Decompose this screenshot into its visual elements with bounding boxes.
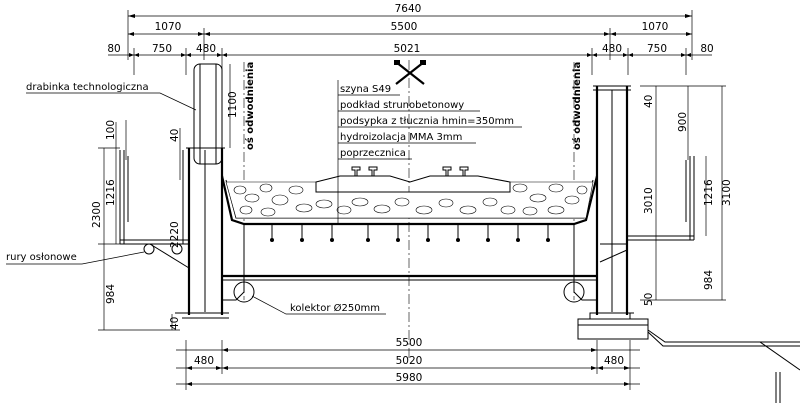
left-vertical-dimensions: 2300 100 1216 984 40 2220 40 1100 (91, 64, 239, 331)
dim-h-2300: 2300 (91, 201, 103, 228)
label-ballast: podsypka z tłucznia hmin=350mm (340, 116, 514, 127)
label-collector: kolektor Ø250mm (290, 302, 380, 314)
rail-track-symbol-icon (394, 60, 426, 85)
rails (351, 166, 469, 176)
dim-total-width: 7640 (395, 3, 422, 15)
right-walkway (599, 156, 695, 263)
dim-bottom-5020: 5020 (396, 355, 423, 367)
dim-inner-5021: 5021 (394, 43, 421, 55)
dim-h-40-left: 40 (169, 129, 181, 142)
dim-h-3100: 3100 (721, 179, 733, 206)
dim-h-40-bottom: 40 (169, 317, 181, 330)
dim-right-480: 480 (602, 43, 622, 55)
top-dimension-chains: 7640 1070 5500 1070 80 750 480 5021 480 … (107, 3, 714, 75)
dim-h-50: 50 (643, 293, 655, 306)
lower-beam (222, 274, 597, 301)
right-abutment (647, 329, 800, 403)
dim-bottom-480-right: 480 (604, 355, 624, 367)
label-insulation: hydroizolacja MMA 3mm (340, 132, 462, 143)
label-ladder: drabinka technologiczna (26, 82, 149, 93)
label-sleeper: podkład strunobetonowy (340, 100, 464, 111)
dim-left-750: 750 (152, 43, 172, 55)
dim-bottom-5500: 5500 (396, 337, 423, 349)
dim-span-top: 5500 (391, 21, 418, 33)
dim-h-3010: 3010 (643, 187, 655, 214)
annotation-labels: drabinka technologiczna rury osłonowe ko… (6, 60, 583, 315)
dim-h-40-right: 40 (643, 95, 655, 108)
dim-h-1100: 1100 (227, 91, 239, 118)
dim-bottom-5980: 5980 (396, 372, 423, 384)
deck-trough (220, 166, 599, 226)
dim-h-900: 900 (677, 112, 689, 132)
right-vertical-dimensions: 40 3010 50 900 1216 984 3100 (640, 85, 733, 306)
dim-right-80: 80 (700, 43, 713, 55)
dim-h-2220: 2220 (169, 221, 181, 248)
dim-h-1216-left: 1216 (105, 179, 117, 206)
ballast-stones (233, 183, 588, 217)
left-main-girder (182, 63, 229, 319)
dim-left-80: 80 (107, 43, 120, 55)
left-walkway (119, 150, 190, 269)
dim-side-left: 1070 (155, 21, 182, 33)
label-drain-axis-left: oś odwodnienia (244, 62, 256, 150)
dim-h-984-right: 984 (703, 270, 715, 290)
dim-h-1216-right: 1216 (703, 179, 715, 206)
label-crossbeam: poprzecznica (340, 148, 406, 159)
dim-left-480: 480 (196, 43, 216, 55)
label-drain-axis-right: oś odwodnienia (571, 62, 583, 150)
collector-pipes (233, 281, 585, 303)
bottom-dimension-chains: 5500 480 5020 480 5980 (176, 337, 640, 390)
dim-h-100: 100 (105, 120, 117, 140)
dim-right-750: 750 (647, 43, 667, 55)
dim-bottom-480-left: 480 (194, 355, 214, 367)
dim-side-right: 1070 (642, 21, 669, 33)
label-rail: szyna S49 (340, 84, 391, 95)
label-pipes: rury osłonowe (6, 252, 77, 263)
dim-h-984-left: 984 (105, 284, 117, 304)
